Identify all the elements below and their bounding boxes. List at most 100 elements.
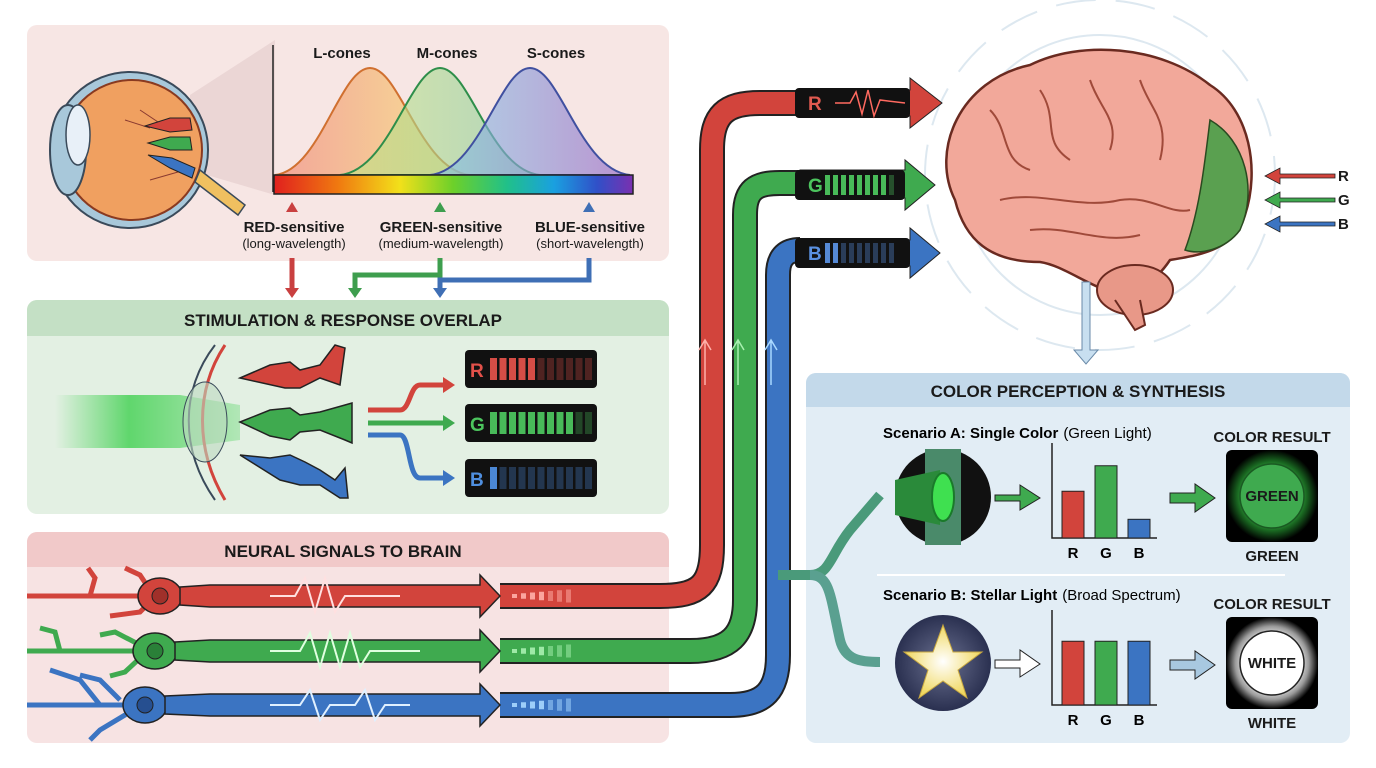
red-neuron [27, 565, 153, 619]
dash-mark [512, 649, 517, 653]
bar-label: B [1134, 545, 1145, 562]
meter-segment [575, 412, 583, 434]
dash-mark [530, 701, 535, 709]
brain-input-bars [825, 175, 894, 263]
response-level-meters: RGB [465, 350, 597, 497]
signal-pathways [500, 90, 884, 718]
spike-signals [270, 574, 420, 723]
dash-mark [557, 645, 562, 657]
meter-segment [575, 358, 583, 380]
scenario-a-result-arrow [1169, 483, 1216, 513]
dash-mark [557, 699, 562, 711]
bar-b [1127, 518, 1151, 539]
meter-segment [490, 358, 497, 380]
cone-output-arrows [368, 377, 455, 486]
perception-panel-title: COLOR PERCEPTION & SYNTHESIS [931, 382, 1226, 401]
dash-mark [512, 703, 517, 707]
dash-mark [557, 590, 562, 602]
bar-segment [857, 175, 862, 195]
eye-illustration [49, 40, 275, 229]
meter-segment [547, 412, 554, 434]
bar-label: R [1068, 545, 1079, 562]
blue-neuron [27, 667, 140, 742]
dash-mark [539, 646, 544, 656]
bar-segment [857, 243, 862, 263]
bar-label: G [1100, 712, 1112, 729]
right-b-label: B [1338, 216, 1349, 233]
meter-segment [547, 467, 554, 489]
meter-segment [556, 358, 564, 380]
right-r-label: R [1338, 168, 1349, 185]
red-cone-icon [237, 344, 346, 389]
chart-axes [1051, 610, 1157, 706]
meter-segment [499, 358, 507, 380]
brain-input-b-label: B [808, 244, 822, 265]
scenario-a-result-header: COLOR RESULT [1213, 429, 1330, 446]
brain-right-arrows: R G B [1264, 167, 1350, 233]
meter-segment [518, 412, 526, 434]
meter-segment [585, 358, 592, 380]
bar-g [1094, 640, 1118, 706]
meter-segment [537, 412, 545, 434]
cone-sensitivity-chart: L-cones M-cones S-cones [272, 45, 634, 195]
meter-segment [499, 467, 507, 489]
meter-segment [556, 412, 564, 434]
scenario-b-title: Scenario B: Stellar Light(Broad Spectrum… [883, 587, 1181, 604]
meter-segment [509, 358, 516, 380]
bar-segment [873, 243, 878, 263]
meter-r: R [465, 350, 597, 388]
star-light-icon [895, 615, 991, 711]
dash-mark [548, 646, 553, 656]
green-light-lens-icon [895, 449, 991, 545]
dash-mark [539, 591, 544, 601]
spectrum-bar [273, 174, 634, 195]
bar-r [1061, 490, 1085, 539]
bar-segment [889, 243, 894, 263]
bar-b [1127, 640, 1151, 706]
dash-mark [521, 648, 526, 654]
meter-segment [528, 412, 535, 434]
neurons [27, 565, 502, 742]
meter-segment [509, 467, 516, 489]
red-sensitive-label: RED-sensitive [244, 219, 345, 236]
meter-b: B [465, 459, 597, 497]
dash-mark [548, 591, 553, 601]
green-neuron [27, 625, 145, 679]
stimulated-cones [237, 344, 353, 499]
stimulation-panel-title: STIMULATION & RESPONSE OVERLAP [184, 311, 502, 330]
eye-lens-section [182, 344, 228, 501]
scenario-b-result-caption: WHITE [1248, 715, 1296, 732]
meter-segment [499, 412, 507, 434]
dash-mark [566, 644, 571, 658]
bar-r [1061, 640, 1085, 706]
scenario-b-arrow [994, 649, 1041, 678]
bar-segment [865, 243, 870, 263]
dash-mark [530, 592, 535, 600]
meter-segment [537, 358, 545, 380]
scenario-b-result-arrow [1169, 650, 1216, 680]
meter-segment [518, 467, 526, 489]
meter-segment [585, 467, 592, 489]
meter-segment [566, 467, 573, 489]
bar-segment [889, 175, 894, 195]
white-result-label: WHITE [1248, 655, 1296, 672]
bar-segment [849, 175, 854, 195]
meter-segment [490, 467, 497, 489]
bar-label: G [1100, 545, 1112, 562]
bar-segment [873, 175, 878, 195]
meter-segment [575, 467, 583, 489]
bar-segment [841, 175, 846, 195]
bar-segment [849, 243, 854, 263]
s-cone-curve [429, 66, 631, 176]
bar-label: R [1068, 712, 1079, 729]
bar-segment [841, 243, 846, 263]
meter-segment [537, 467, 545, 489]
scenario-a-title: Scenario A: Single Color(Green Light) [883, 425, 1152, 442]
scenario-a-result-caption: GREEN [1245, 548, 1298, 565]
bar-segment [833, 175, 838, 195]
scenario-a-arrow [994, 484, 1041, 511]
meter-segment [528, 467, 535, 489]
meter-segment [509, 412, 516, 434]
